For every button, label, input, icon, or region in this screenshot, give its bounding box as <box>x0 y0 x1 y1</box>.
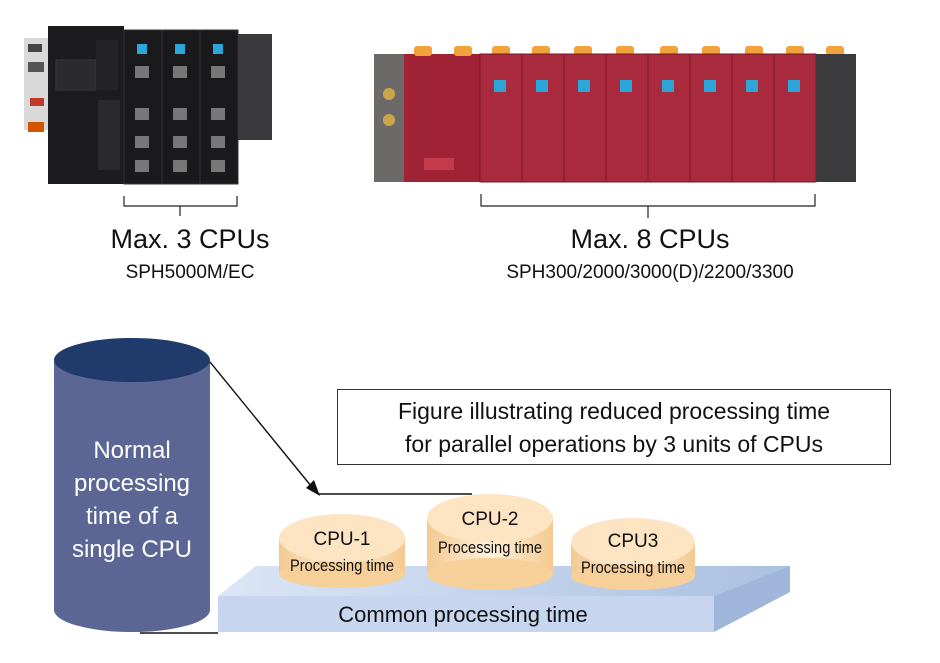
cyl-line-2: processing <box>73 470 191 497</box>
right-model: SPH300/2000/3000(D)/2200/3300 <box>506 262 794 283</box>
cpu-3-subtitle: Processing time <box>580 558 686 577</box>
cyl-line-3: time of a <box>85 503 179 530</box>
cpu-3-title: CPU3 <box>607 531 659 552</box>
cyl-line-1: Normal <box>93 437 171 464</box>
plc-module-right-image <box>374 46 856 183</box>
left-max-cpus: Max. 3 CPUs <box>110 224 270 254</box>
cpu-1-title: CPU-1 <box>313 529 371 550</box>
connector-lines <box>140 361 472 634</box>
arrow-head <box>306 480 320 496</box>
common-time-label: Common processing time <box>338 602 588 627</box>
plc-module-left-image <box>24 26 272 185</box>
left-model: SPH5000M/EC <box>125 262 255 283</box>
callout-line-2: for parallel operations by 3 units of CP… <box>404 431 824 457</box>
figure-callout: Figure illustrating reduced processing t… <box>337 389 891 465</box>
cpu-2-subtitle: Processing time <box>437 538 543 557</box>
callout-line-1: Figure illustrating reduced processing t… <box>397 398 831 424</box>
cpu-2-disc <box>427 494 553 590</box>
single-cpu-label: Normal processing time of a single CPU <box>52 434 212 566</box>
cpu-1-disc <box>279 514 405 588</box>
right-bracket <box>480 194 816 218</box>
cpu-2-title: CPU-2 <box>461 509 519 530</box>
cpu-3-disc <box>571 518 695 590</box>
right-max-cpus: Max. 8 CPUs <box>570 224 730 254</box>
left-bracket <box>123 196 238 216</box>
cpu-1-subtitle: Processing time <box>289 556 395 575</box>
single-cpu-cylinder <box>54 338 210 632</box>
cyl-line-4: single CPU <box>71 536 193 563</box>
